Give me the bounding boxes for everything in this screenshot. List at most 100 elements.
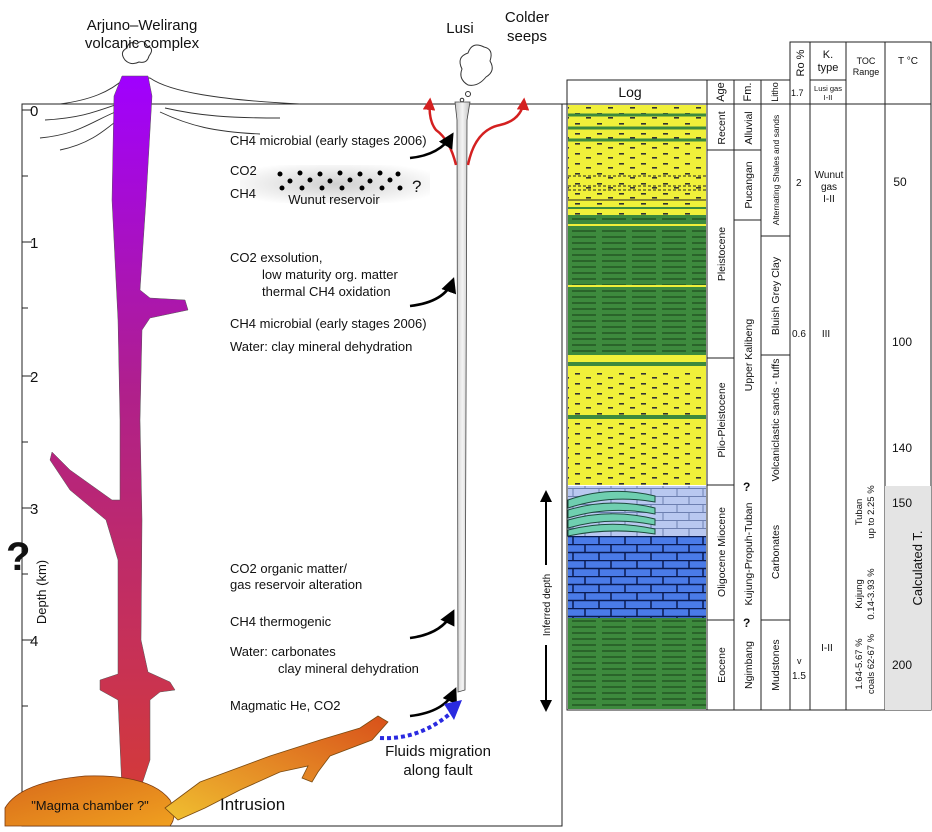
toc-column bbox=[845, 41, 886, 711]
annotation-gas-reservoir: gas reservoir alteration bbox=[230, 577, 362, 592]
complex-label-line1: Arjuno–Welirang bbox=[87, 17, 198, 34]
depth-tick-0: 0 bbox=[30, 103, 38, 120]
magma-chamber-label: "Magma chamber ?" bbox=[31, 798, 149, 813]
annotation-ch4: CH4 bbox=[230, 186, 256, 201]
fm-question-1: ? bbox=[743, 480, 750, 494]
annotation-thermal-ch4: thermal CH4 oxidation bbox=[262, 284, 391, 299]
temp-header: T °C bbox=[898, 56, 918, 67]
ktype-header-line2: type bbox=[818, 62, 839, 74]
fluids-label-line1: Fluids migration bbox=[385, 743, 491, 760]
arrow-magmatic bbox=[409, 687, 457, 718]
wunut-question-mark: ? bbox=[412, 177, 421, 196]
fault-arrow-head-icon bbox=[444, 700, 462, 720]
big-question-mark: ? bbox=[6, 535, 30, 579]
seep-arrow-right bbox=[466, 97, 530, 166]
fm-alluvial: Alluvial bbox=[743, 111, 755, 144]
ro-value-2: 2 bbox=[796, 178, 802, 189]
ktype-wunut-line3: I-II bbox=[823, 194, 835, 205]
ktype-iii: III bbox=[822, 329, 830, 340]
annotation-co2: CO2 bbox=[230, 163, 257, 178]
section-frame bbox=[21, 103, 563, 827]
temp-140: 140 bbox=[892, 441, 912, 455]
temp-150: 150 bbox=[892, 496, 912, 510]
toc-tuban-line2: up to 2.25 % bbox=[866, 485, 877, 539]
arrow-thermogenic bbox=[409, 609, 455, 640]
age-column bbox=[706, 79, 735, 711]
log-header: Log bbox=[618, 84, 641, 100]
litho-carbonates: Carbonates bbox=[770, 525, 782, 579]
magma-conduit bbox=[49, 75, 189, 791]
toc-eocene-line1: 1.64-5.67 % bbox=[854, 638, 865, 690]
litho-volcaniclastic: Volcaniclastic sands - tuffs bbox=[770, 359, 782, 482]
age-recent: Recent bbox=[716, 111, 728, 144]
depth-tick-3: 3 bbox=[30, 501, 38, 518]
depth-tick-1: 1 bbox=[30, 235, 38, 252]
lusi-bubble bbox=[465, 91, 471, 97]
ro-header: Ro % bbox=[795, 49, 807, 76]
arrow-exsolution bbox=[409, 277, 457, 308]
log-clay-sand-streaks bbox=[568, 224, 706, 287]
temp-200: 200 bbox=[892, 658, 912, 672]
fm-pucangan: Pucangan bbox=[743, 161, 755, 208]
age-header: Age bbox=[715, 82, 727, 102]
annotations-group: CH4 microbial (early stages 2006) CO2 CH… bbox=[230, 133, 427, 713]
colder-seeps-line1: Colder bbox=[505, 9, 549, 26]
annotation-water-carbonates: Water: carbonates bbox=[230, 644, 336, 659]
annotation-co2-organic: CO2 organic matter/ bbox=[230, 561, 347, 576]
ktype-i-ii: I-II bbox=[821, 643, 833, 654]
toc-tuban-line1: Tuban bbox=[854, 499, 865, 526]
inferred-depth-label: Inferred depth bbox=[542, 574, 553, 636]
annotation-clay-dehydration: clay mineral dehydration bbox=[278, 661, 419, 676]
wunut-reservoir-zone bbox=[240, 165, 430, 203]
log-recent-interbeds bbox=[568, 113, 706, 142]
formation-column bbox=[733, 79, 762, 711]
volcano-outline bbox=[39, 77, 301, 151]
temp-50: 50 bbox=[893, 175, 907, 189]
litho-alternating: Alternating Shales and sands bbox=[771, 115, 781, 226]
fm-kujung-propuh-tuban: Kujung-Propuh-Tuban bbox=[743, 502, 755, 605]
ro-marker: v bbox=[797, 656, 802, 666]
litho-column bbox=[760, 79, 791, 711]
temp-100: 100 bbox=[892, 335, 912, 349]
calculated-t-label: Calculated T. bbox=[910, 531, 925, 606]
log-layer-mudstone bbox=[568, 618, 706, 709]
arrow-microbial bbox=[409, 132, 454, 160]
log-layer-volcaniclastic bbox=[568, 370, 706, 485]
seep-arrow-left bbox=[422, 97, 458, 166]
depth-tick-2: 2 bbox=[30, 369, 38, 386]
colder-seeps-line2: seeps bbox=[507, 28, 547, 45]
lusi-conduit bbox=[454, 101, 471, 693]
calculated-t-zone bbox=[885, 486, 931, 710]
toc-eocene-line2: coals 62-67 % bbox=[866, 633, 877, 694]
fault-migration-arrow bbox=[379, 710, 454, 741]
ro-value-0-6: 0.6 bbox=[792, 329, 806, 340]
log-layer-carbonate bbox=[568, 536, 706, 618]
input-arrows bbox=[409, 132, 457, 718]
litho-bluish-grey-clay: Bluish Grey Clay bbox=[770, 256, 782, 335]
age-eocene: Eocene bbox=[716, 647, 728, 683]
fm-question-2: ? bbox=[743, 616, 750, 630]
wunut-reservoir-dots bbox=[277, 170, 403, 191]
annotation-ch4-microbial-early: CH4 microbial (early stages 2006) bbox=[230, 133, 427, 148]
ktype-lusi-gas-line2: I-II bbox=[824, 93, 833, 102]
annotation-ch4-thermogenic: CH4 thermogenic bbox=[230, 614, 332, 629]
log-layer-recent-sand bbox=[568, 105, 706, 155]
fm-upper-kalibeng: Upper Kalibeng bbox=[743, 319, 755, 392]
lusi-label: Lusi bbox=[446, 20, 474, 37]
lusi-bubble-small bbox=[459, 97, 465, 103]
ktype-lusi-gas-line1: Lusi gas bbox=[814, 84, 842, 93]
depth-axis-label: Depth (km) bbox=[34, 560, 49, 624]
ro-value-1-7: 1.7 bbox=[791, 88, 804, 98]
toc-kujung-line1: Kujung bbox=[854, 579, 865, 609]
ktype-wunut-line1: Wunut bbox=[815, 170, 844, 181]
annotation-water-clay: Water: clay mineral dehydration bbox=[230, 339, 412, 354]
depth-axis: 0 1 2 3 4 Depth (km) bbox=[21, 103, 49, 826]
ro-column bbox=[789, 41, 811, 711]
ro-value-1-5: 1.5 bbox=[792, 671, 806, 682]
fm-ngimbang: Ngimbang bbox=[743, 641, 755, 689]
fluids-label-line2: along fault bbox=[403, 762, 473, 779]
ktype-column bbox=[809, 41, 847, 711]
age-oligocene-miocene: Oligocene Miocene bbox=[716, 507, 728, 597]
age-pleistocene: Pleistocene bbox=[716, 227, 728, 281]
